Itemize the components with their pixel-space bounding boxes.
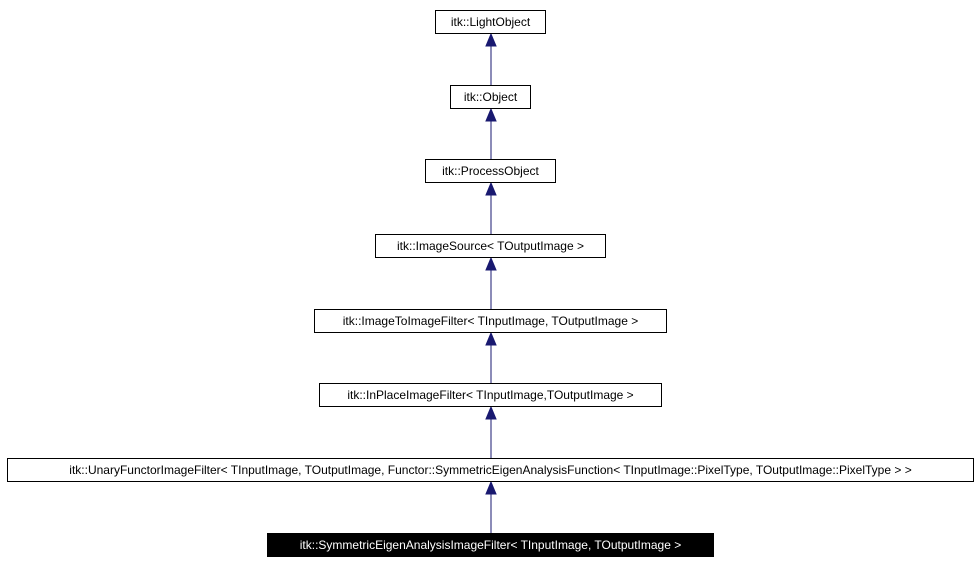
arrowhead-icon <box>485 256 497 271</box>
node-label: itk::ImageSource< TOutputImage > <box>397 239 584 253</box>
node-label: itk::InPlaceImageFilter< TInputImage,TOu… <box>347 388 634 402</box>
node-unary-functor-image-filter[interactable]: itk::UnaryFunctorImageFilter< TInputImag… <box>7 458 974 482</box>
arrowhead-icon <box>485 32 497 47</box>
node-label: itk::ProcessObject <box>442 164 539 178</box>
arrowhead-icon <box>485 107 497 122</box>
node-object[interactable]: itk::Object <box>450 85 531 109</box>
node-label: itk::ImageToImageFilter< TInputImage, TO… <box>342 314 639 328</box>
arrowhead-icon <box>485 480 497 495</box>
node-image-to-image-filter[interactable]: itk::ImageToImageFilter< TInputImage, TO… <box>314 309 667 333</box>
node-label: itk::LightObject <box>450 15 531 29</box>
arrowhead-icon <box>485 181 497 196</box>
node-process-object[interactable]: itk::ProcessObject <box>425 159 556 183</box>
arrowhead-icon <box>485 331 497 346</box>
node-image-source[interactable]: itk::ImageSource< TOutputImage > <box>375 234 606 258</box>
arrowhead-icon <box>485 405 497 420</box>
node-light-object[interactable]: itk::LightObject <box>435 10 546 34</box>
node-label: itk::SymmetricEigenAnalysisImageFilter< … <box>299 538 682 552</box>
node-symmetric-eigen-analysis-image-filter: itk::SymmetricEigenAnalysisImageFilter< … <box>267 533 714 557</box>
node-label: itk::UnaryFunctorImageFilter< TInputImag… <box>69 463 912 477</box>
node-in-place-image-filter[interactable]: itk::InPlaceImageFilter< TInputImage,TOu… <box>319 383 662 407</box>
node-label: itk::Object <box>463 90 518 104</box>
